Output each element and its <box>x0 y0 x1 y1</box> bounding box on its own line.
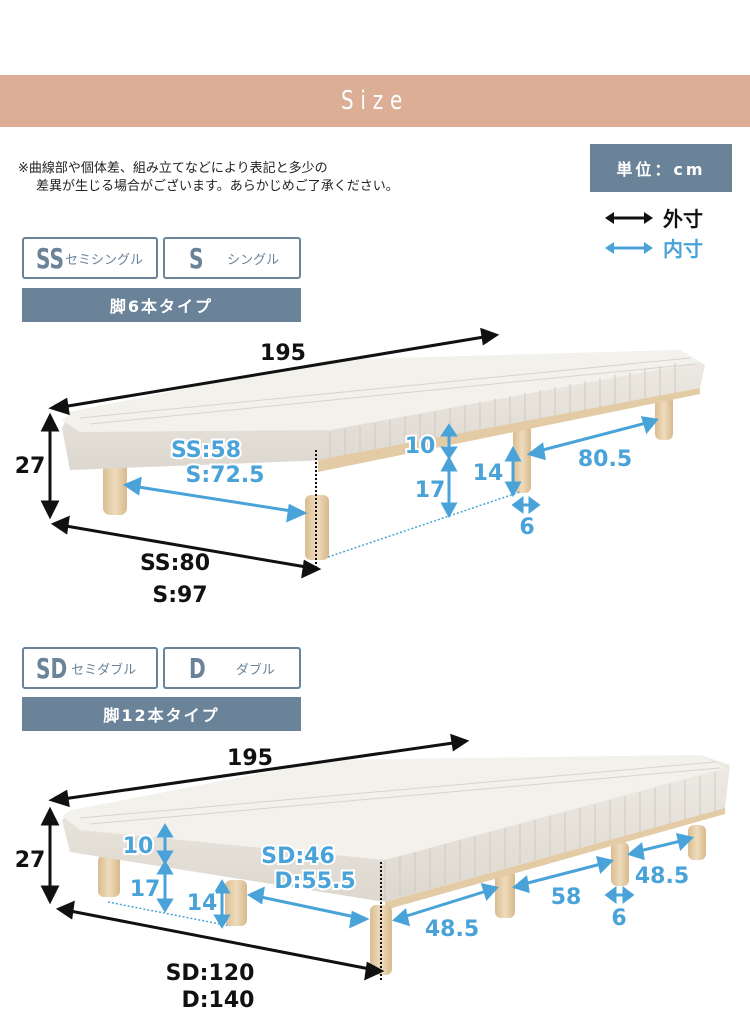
size-code: SD <box>36 651 68 685</box>
leg <box>513 425 531 493</box>
label-length: 195 <box>227 746 273 771</box>
label-leg-spacing-2: 58 <box>551 885 582 910</box>
label-inner-width-sd: SD:46 <box>261 844 335 869</box>
label-width-sd: SD:120 <box>166 961 255 986</box>
size-banner: Size <box>0 75 750 127</box>
size-label: ダブル <box>235 662 275 678</box>
inner-dimension-arrows <box>122 416 659 523</box>
size-label: セミシングル <box>65 252 144 268</box>
label-leg-spacing: 80.5 <box>578 447 632 472</box>
legend-inner-label: 内寸 <box>663 237 703 261</box>
double-arrow-icon <box>605 241 653 254</box>
leg-type-bar: 脚6本タイプ <box>22 288 301 322</box>
label-leg-diameter: 6 <box>611 906 626 931</box>
bed-diagram-12-legs: 195 27 SD:120 D:140 10 17 14 SD:46 D:55.… <box>15 733 730 1013</box>
legend-outer-label: 外寸 <box>663 207 703 231</box>
banner-title: Size <box>340 86 410 116</box>
inner-dimension-arrows <box>156 823 694 929</box>
size-box-ss: SS セミシングル <box>22 237 158 279</box>
size-box-d: D ダブル <box>163 647 301 689</box>
label-leg-height: 14 <box>187 891 218 916</box>
bed-diagram-6-legs: 195 27 SS:80 S:97 SS:58 S:72.5 10 17 14 … <box>15 327 705 608</box>
label-clearance: 17 <box>130 877 161 902</box>
size-code: SS <box>36 241 65 275</box>
size-box-s: S シングル <box>163 237 301 279</box>
size-label: シングル <box>227 252 280 268</box>
leg <box>655 395 673 440</box>
label-leg-spacing-1: 48.5 <box>425 917 479 942</box>
label-mattress-thickness: 10 <box>123 834 154 859</box>
note-line-1: ※曲線部や個体差、組み立てなどにより表記と多少の <box>18 161 328 176</box>
double-arrow-icon <box>605 211 653 224</box>
unit-badge: 単位：cm <box>590 144 732 192</box>
label-inner-width-d: D:55.5 <box>274 869 355 894</box>
size-box-sd: SD セミダブル <box>22 647 158 689</box>
label-leg-spacing-3: 48.5 <box>635 864 689 889</box>
label-inner-width-s: S:72.5 <box>186 463 265 488</box>
label-width-ss: SS:80 <box>140 551 210 576</box>
disclaimer-note: ※曲線部や個体差、組み立てなどにより表記と多少の 差異が生じる場合がございます。… <box>18 160 399 196</box>
label-width-d: D:140 <box>182 988 255 1013</box>
label-height: 27 <box>15 848 46 873</box>
leg <box>103 455 127 515</box>
label-width-s: S:97 <box>152 583 207 608</box>
legend-inner: 内寸 <box>605 233 703 262</box>
label-mattress-thickness: 10 <box>405 434 436 459</box>
size-code: S <box>189 241 204 275</box>
label-inner-width-ss: SS:58 <box>171 438 241 463</box>
outer-dimension-arrows <box>40 733 470 981</box>
label-leg-height: 14 <box>473 461 504 486</box>
size-label: セミダブル <box>71 662 137 678</box>
label-leg-diameter: 6 <box>519 515 534 540</box>
label-height: 27 <box>15 454 46 479</box>
label-length: 195 <box>260 341 306 366</box>
legend-outer: 外寸 <box>605 203 703 232</box>
outer-dimension-arrows <box>40 327 500 579</box>
leg-type-bar: 脚12本タイプ <box>22 697 301 731</box>
label-clearance: 17 <box>415 478 446 503</box>
note-line-2: 差異が生じる場合がございます。あらかじめご了承ください。 <box>36 179 399 194</box>
size-code: D <box>189 651 206 685</box>
